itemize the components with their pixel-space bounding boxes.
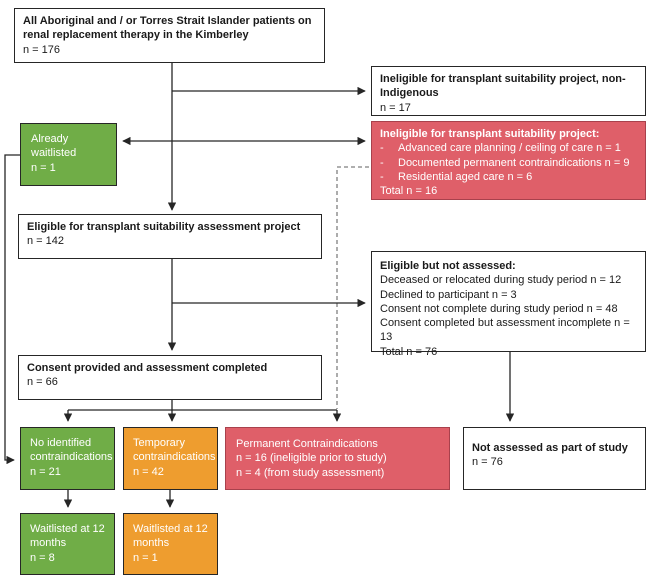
bullet-item: - Residential aged care n = 6 [380,170,637,184]
box-title: Waitlisted at 12 months [133,523,208,550]
box-permanent-contraindications: Permanent Contraindications n = 16 (inel… [225,427,450,490]
box-line: Consent completed but assessment incompl… [380,317,630,344]
box-not-assessed: Not assessed as part of study n = 76 [463,427,646,490]
box-title: Ineligible for transplant suitability pr… [380,128,600,140]
box-count: n = 21 [30,465,61,478]
box-line: Declined to participant n = 3 [380,288,517,301]
bullet-dash: - [380,142,384,155]
box-total-patients: All Aboriginal and / or Torres Strait Is… [14,8,325,63]
box-eligible-project: Eligible for transplant suitability asse… [18,214,322,259]
box-line: n = 16 (ineligible prior to study) [236,452,387,465]
bullet-text: Advanced care planning / ceiling of care… [398,142,621,155]
box-title: All Aboriginal and / or Torres Strait Is… [23,15,312,42]
box-count: n = 1 [133,551,158,564]
box-total: Total n = 16 [380,185,438,198]
box-total: Total n = 76 [380,345,438,358]
bullet-dash: - [380,156,384,169]
box-title: No identified contraindications [30,437,113,464]
box-title: Eligible for transplant suitability asse… [27,221,301,233]
bullet-text: Documented permanent contraindications n… [398,156,630,169]
box-title: Consent provided and assessment complete… [27,362,268,374]
box-title: Ineligible for transplant suitability pr… [380,73,626,100]
box-line: n = 4 (from study assessment) [236,466,385,479]
box-waitlisted-temporary: Waitlisted at 12 months n = 1 [123,513,218,575]
box-waitlisted-no-contra: Waitlisted at 12 months n = 8 [20,513,115,575]
box-title: Already waitlisted [31,133,77,160]
box-count: n = 66 [27,376,58,389]
box-ineligible-non-indigenous: Ineligible for transplant suitability pr… [371,66,646,116]
box-count: n = 176 [23,43,61,56]
connector-dashed-ineligible-to-permanent [336,166,369,409]
connector-consent-split [68,400,337,411]
box-consent-completed: Consent provided and assessment complete… [18,355,322,400]
box-title: Waitlisted at 12 months [30,523,105,550]
bullet-dash: - [380,170,384,183]
box-ineligible-project: Ineligible for transplant suitability pr… [371,121,646,200]
box-count: n = 8 [30,551,55,564]
box-title: Not assessed as part of study [472,442,628,454]
bullet-item: - Advanced care planning / ceiling of ca… [380,141,637,155]
box-title: Permanent Contraindications [236,438,378,450]
box-count: n = 76 [472,456,503,469]
box-count: n = 1 [31,161,56,174]
box-already-waitlisted: Already waitlisted n = 1 [20,123,117,186]
bullet-item: - Documented permanent contraindications… [380,156,637,170]
box-line: Deceased or relocated during study perio… [380,274,622,287]
box-no-contraindications: No identified contraindications n = 21 [20,427,115,490]
box-title: Eligible but not assessed: [380,260,516,272]
box-count: n = 142 [27,235,65,248]
box-title: Temporary contraindications [133,437,216,464]
box-count: n = 17 [380,101,411,114]
bullet-text: Residential aged care n = 6 [398,170,533,183]
box-eligible-not-assessed: Eligible but not assessed: Deceased or r… [371,251,646,358]
box-line: Consent not complete during study period… [380,302,618,315]
box-count: n = 42 [133,465,164,478]
box-temporary-contraindications: Temporary contraindications n = 42 [123,427,218,490]
connector-waitlisted-to-no-contra [4,154,20,465]
